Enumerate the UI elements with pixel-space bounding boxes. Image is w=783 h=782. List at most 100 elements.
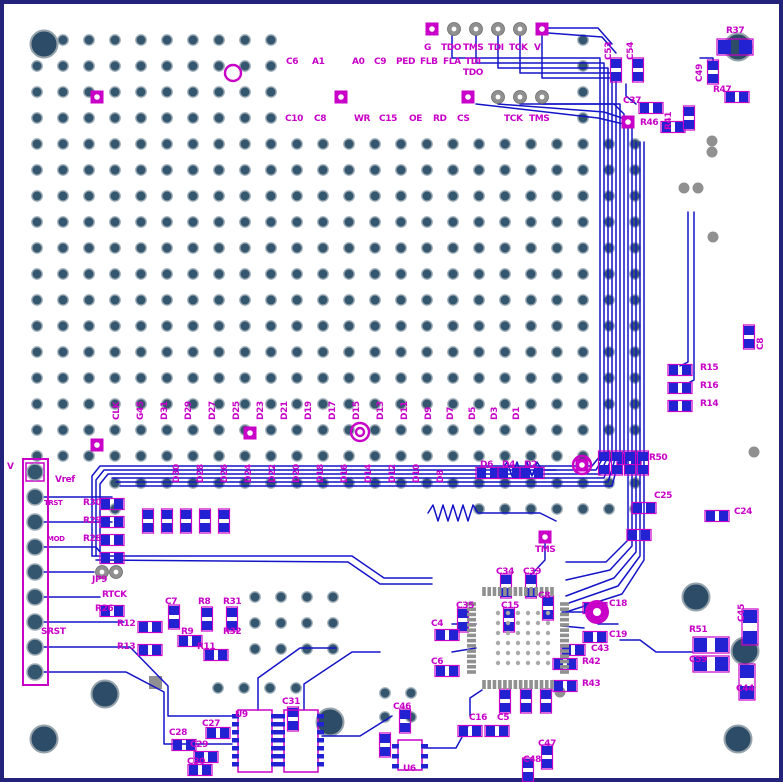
via-pad — [577, 346, 589, 358]
via-pad — [525, 268, 537, 280]
via-pad — [161, 242, 173, 254]
component-outline — [724, 90, 750, 104]
component-outline — [667, 381, 693, 395]
via-pad — [57, 346, 69, 358]
component-pad — [202, 765, 211, 775]
passive-component — [137, 643, 163, 657]
header-pin-pad — [447, 22, 461, 36]
pad-hole — [542, 534, 548, 540]
component-pad — [189, 765, 198, 775]
via-pad — [109, 346, 121, 358]
via-pad — [421, 450, 433, 462]
via-pad — [161, 268, 173, 280]
qfp-pad — [513, 680, 518, 689]
via-pad — [317, 216, 329, 228]
via-pad — [447, 294, 459, 306]
component-pad — [682, 383, 691, 393]
passive-component — [398, 708, 412, 734]
via-pad — [473, 398, 485, 410]
via-pad — [291, 320, 303, 332]
component-pad — [740, 665, 754, 678]
via-pad — [239, 138, 251, 150]
qfp-pad — [560, 664, 569, 669]
ref-label: R43 — [582, 679, 600, 689]
qfp-pad — [518, 680, 523, 689]
component-outline — [631, 501, 657, 515]
via-pad — [369, 346, 381, 358]
passive-component — [631, 501, 657, 515]
via-pad — [135, 34, 147, 46]
component-outline — [742, 324, 756, 350]
via-pad — [525, 190, 537, 202]
component-pad — [521, 690, 531, 699]
via-pad — [239, 190, 251, 202]
copper-trace — [257, 647, 337, 711]
qfp-pad — [524, 680, 528, 689]
qfp-pad — [467, 612, 476, 617]
component-outline — [198, 508, 212, 534]
passive-component — [552, 657, 578, 671]
ic-pin — [392, 764, 399, 769]
thermal-via — [545, 610, 551, 616]
via-pad — [213, 138, 225, 150]
via-pad — [551, 268, 563, 280]
large-round-pad — [585, 600, 609, 624]
qfp-pad — [560, 602, 569, 606]
ic-footprint — [392, 739, 428, 771]
thermal-via — [515, 620, 521, 626]
passive-component — [205, 726, 231, 740]
pad-hole — [579, 462, 585, 468]
through-hole-pad — [535, 22, 549, 36]
ref-label: C30 — [187, 757, 205, 767]
via-pad — [343, 320, 355, 332]
passive-component — [738, 663, 756, 701]
via-pad — [577, 34, 589, 46]
component-outline — [99, 497, 125, 511]
via-pad — [577, 112, 589, 124]
component-outline — [609, 57, 623, 83]
header-pin-pad — [469, 22, 483, 36]
component-pad — [612, 452, 622, 461]
via-pad — [301, 591, 313, 603]
via-pad — [213, 242, 225, 254]
via-pad — [213, 190, 225, 202]
via-pad — [187, 450, 199, 462]
ic-pin — [271, 762, 278, 767]
via-pad — [473, 424, 485, 436]
via-pad — [317, 320, 329, 332]
ic-pin — [271, 746, 278, 751]
qfp-pad — [560, 612, 569, 617]
via-pad — [369, 242, 381, 254]
ref-label: FLA — [443, 57, 461, 67]
via-pad — [83, 164, 95, 176]
via-pad — [447, 346, 459, 358]
via-pad — [265, 216, 277, 228]
thermal-via — [535, 650, 541, 656]
via-pad — [57, 320, 69, 332]
via-pad — [265, 112, 277, 124]
via-pad — [239, 86, 251, 98]
via-pad — [265, 138, 277, 150]
ref-label: D10 — [412, 464, 422, 483]
silk-layer — [22, 22, 635, 686]
via-pad — [109, 190, 121, 202]
via-pad — [83, 372, 95, 384]
via-pad — [369, 294, 381, 306]
via-pad — [187, 86, 199, 98]
component-pad — [195, 752, 204, 762]
passive-component — [434, 664, 460, 678]
via-pad — [212, 682, 224, 694]
component-outline — [160, 508, 174, 534]
ref-label: A1 — [312, 57, 325, 67]
ic-pin — [392, 754, 399, 759]
component-outline — [225, 606, 239, 632]
via-pad — [187, 294, 199, 306]
copper-trace — [529, 543, 546, 577]
via-pad — [603, 503, 615, 515]
via-pad — [473, 346, 485, 358]
ref-label: TRST — [44, 499, 63, 507]
via-pad — [275, 643, 287, 655]
via-pad — [187, 346, 199, 358]
